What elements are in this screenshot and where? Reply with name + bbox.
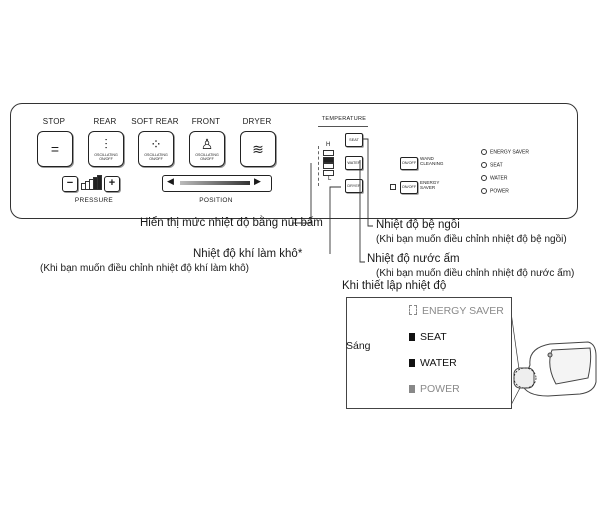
energy-saver-onoff-button[interactable]: ON/OFF [400,181,418,194]
stop-icon: = [50,140,60,157]
indicator-led [481,188,487,194]
inset-led [409,359,415,367]
rear-icon: ⫶ [104,135,108,152]
toilet-highlight [513,367,537,389]
temp-display-annotation: Hiển thị mức nhiệt độ bằng nút bấm [140,217,323,229]
soft-rear-label: SOFT REAR [131,117,179,126]
indicator-text: POWER [490,188,509,195]
position-left-button[interactable]: ◀ [167,176,174,186]
front-button[interactable]: ♙OSCILLATING ON/OFF [189,131,225,167]
dryer-temp-annotation: Nhiệt độ khí làm khô* [193,248,303,260]
water-temp-annotation-sub: (Khi bạn muốn điều chỉnh nhiệt độ nước ấ… [376,268,575,279]
pressure-level-bar [97,175,102,190]
stop-label: STOP [42,117,66,126]
energy-saver-led [390,184,396,190]
inset-row-text: POWER [420,383,460,395]
position-caption: POSITION [199,197,233,204]
temperature-led [323,156,334,163]
front-label: FRONT [191,117,221,126]
soft-rear-button[interactable]: ⁘OSCILLATING ON/OFF [138,131,174,167]
inset-row-text: WATER [420,357,457,369]
indicator-inset-box [346,297,512,409]
wand-cleaning-onoff-button[interactable]: ON/OFF [400,157,418,170]
position-right-button[interactable]: ▶ [254,176,261,186]
soft-rear-sublabel: OSCILLATING ON/OFF [144,152,168,161]
temperature-led [323,150,334,156]
water-temp-button[interactable]: WATER [345,156,363,170]
dryer-icon: ≋ [252,140,264,157]
toilet-illustration [513,341,597,397]
panel-indicator-energy-saver: ENERGY SAVER [481,149,529,155]
indicator-text: WATER [490,175,508,182]
panel-indicator-power: POWER [481,188,509,194]
temperature-scale-low: L [328,176,332,182]
dryer-label: DRYER [242,117,272,126]
indicator-text: ENERGY SAVER [490,149,529,156]
inset-led [409,333,415,341]
wand-label-line1: WAND [420,156,434,161]
indicator-led [481,175,487,181]
temperature-led [323,169,334,176]
temperature-led [323,163,334,169]
indicator-text: SEAT [490,162,503,169]
seat-temp-annotation: Nhiệt độ bệ ngồi [376,219,460,231]
inset-row-energy-saver: ENERGY SAVER [409,305,504,317]
indicator-led [481,149,487,155]
inset-led [409,305,417,315]
energy-saver-label: ENERGY SAVER [420,180,439,191]
rear-sublabel: OSCILLATING ON/OFF [94,152,118,161]
panel-indicator-water: WATER [481,175,508,181]
position-slider-track [180,181,250,185]
water-temp-annotation: Nhiệt độ nước ấm [367,253,460,265]
inset-row-seat: SEAT [409,331,447,343]
inset-led [409,385,415,393]
front-sublabel: OSCILLATING ON/OFF [195,152,219,161]
temperature-dashed-line [318,146,319,186]
energy-label-line2: SAVER [420,185,436,191]
front-icon: ♙ [200,135,214,152]
stop-button[interactable]: = [37,131,73,167]
pressure-caption: PRESSURE [74,197,114,204]
dryer-temp-button[interactable]: DRYER [345,179,363,193]
inset-row-text: SEAT [420,331,447,343]
energy-label-line1: ENERGY [420,180,440,185]
pressure-minus-button[interactable]: − [62,176,78,192]
seat-temp-button[interactable]: SEAT [345,133,363,147]
wand-cleaning-label: WAND CLEANING [420,156,444,167]
inset-title: Khi thiết lập nhiệt độ [342,280,447,292]
panel-indicator-seat: SEAT [481,162,503,168]
wand-label-line2: CLEANING [420,161,444,167]
rear-label: REAR [93,117,117,126]
dryer-button[interactable]: ≋ [240,131,276,167]
inset-row-water: WATER [409,357,457,369]
pressure-plus-button[interactable]: + [104,176,120,192]
rear-button[interactable]: ⫶OSCILLATING ON/OFF [88,131,124,167]
inset-row-text: ENERGY SAVER [422,305,504,317]
inset-row-power: POWER [409,383,460,395]
seat-temp-annotation-sub: (Khi bạn muốn điều chỉnh nhiệt độ bệ ngồ… [376,234,567,245]
soft-rear-icon: ⁘ [150,135,162,152]
temperature-title: TEMPERATURE [321,116,367,122]
temperature-level-leds [323,150,335,176]
pressure-level-indicator [81,175,124,192]
temperature-scale-high: H [326,142,331,148]
lit-label: Sáng [346,340,371,352]
indicator-led [481,162,487,168]
temperature-divider [318,126,368,127]
dryer-temp-annotation-sub: (Khi bạn muốn điều chỉnh nhiệt độ khí là… [40,263,250,274]
